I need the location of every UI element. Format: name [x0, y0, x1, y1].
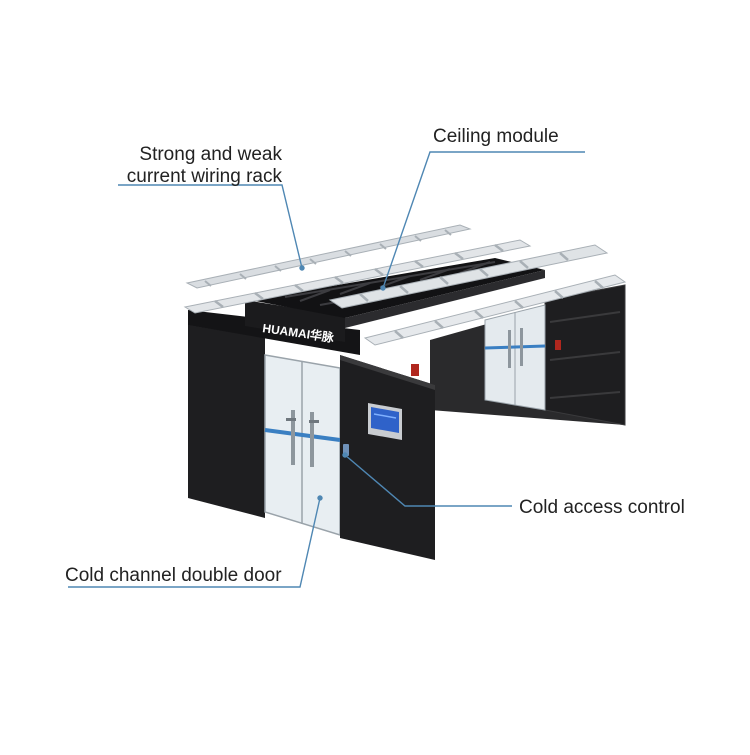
- label-wiring-rack-line2: current wiring rack: [126, 166, 282, 187]
- label-wiring-rack: Strong and weak current wiring rack: [90, 144, 282, 188]
- door-handle-icon: [291, 410, 295, 465]
- leader-line-access-control: [344, 454, 512, 507]
- rear-double-door: [484, 304, 546, 411]
- rear-cabinet-row: [430, 284, 626, 426]
- wiring-rack-center: [328, 244, 609, 309]
- label-ceiling-module: Ceiling module: [433, 126, 559, 147]
- label-double-door: Cold channel double door: [65, 565, 282, 586]
- alarm-light-icon: [411, 364, 419, 376]
- label-wiring-rack-line1: Strong and weak: [139, 144, 282, 165]
- touch-screen-panel-icon: [368, 403, 402, 440]
- leader-line-double-door: [68, 497, 321, 588]
- wiring-rack-front: [363, 274, 627, 346]
- wiring-rack-left: [183, 239, 532, 314]
- door-header-frame: [188, 300, 360, 355]
- front-left-cabinet: [188, 320, 265, 518]
- label-access-control: Cold access control: [519, 497, 685, 518]
- front-right-cabinet: [340, 355, 435, 560]
- leader-lines: [68, 151, 585, 588]
- front-double-door: [264, 354, 341, 537]
- leader-line-ceiling-module: [382, 151, 585, 289]
- leader-line-wiring-rack: [118, 184, 303, 269]
